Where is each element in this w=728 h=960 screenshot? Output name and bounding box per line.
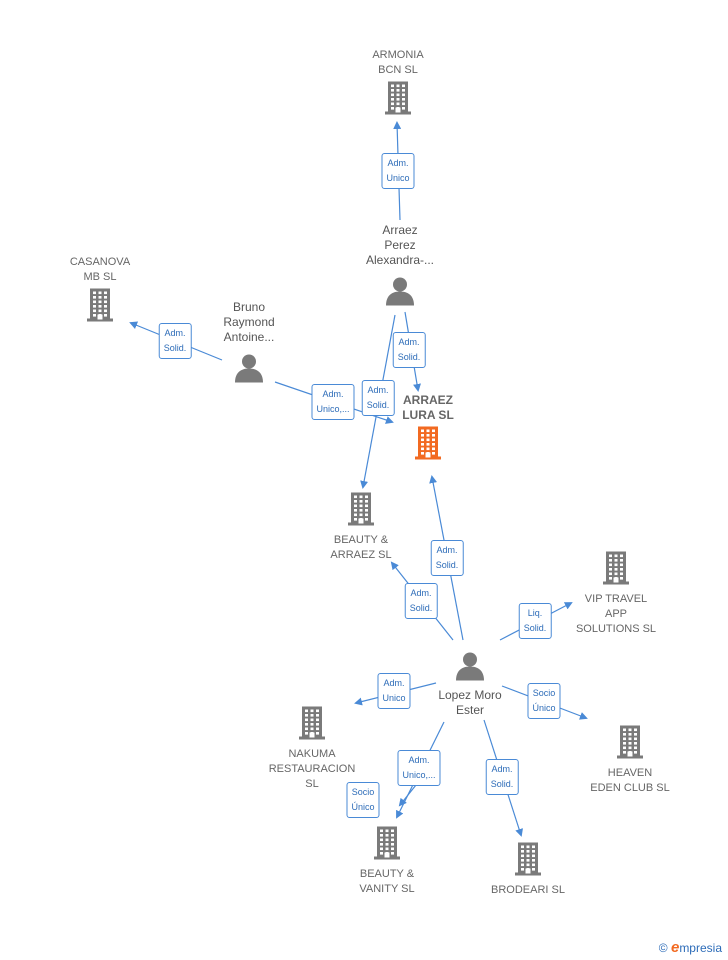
- building-icon[interactable]: [298, 706, 326, 745]
- edge-label-adm-solid[interactable]: Adm. Solid.: [485, 759, 519, 795]
- edge-label-adm-solid[interactable]: Adm. Solid.: [430, 540, 464, 576]
- node-label-arraez-perez[interactable]: Arraez Perez Alexandra-...: [365, 223, 435, 267]
- brand-initial: e: [670, 939, 680, 956]
- building-icon[interactable]: [384, 81, 412, 120]
- edge-label-adm-unico[interactable]: Adm. Unico: [381, 153, 415, 189]
- node-label-vip-travel[interactable]: VIP TRAVEL APP SOLUTIONS SL: [575, 593, 657, 635]
- copyright-symbol: ©: [658, 941, 668, 955]
- node-label-bruno[interactable]: Bruno Raymond Antoine...: [223, 300, 275, 344]
- node-label-casanova[interactable]: CASANOVA MB SL: [69, 256, 131, 283]
- node-label-beauty-arraez[interactable]: BEAUTY & ARRAEZ SL: [330, 534, 392, 561]
- edge-label-socio-nico[interactable]: Socio Único: [527, 683, 561, 719]
- edge-label-liq-solid[interactable]: Liq. Solid.: [518, 603, 552, 639]
- building-icon[interactable]: [616, 725, 644, 764]
- node-label-brodeari[interactable]: BRODEARI SL: [491, 884, 565, 896]
- edge-label-socio-nico[interactable]: Socio Único: [346, 782, 380, 818]
- building-icon[interactable]: [373, 826, 401, 865]
- building-icon[interactable]: [86, 288, 114, 327]
- building-icon[interactable]: [414, 426, 442, 465]
- person-icon[interactable]: [234, 353, 264, 388]
- person-icon[interactable]: [385, 276, 415, 311]
- building-icon[interactable]: [347, 492, 375, 531]
- brand-name: mpresia: [679, 941, 722, 955]
- building-icon[interactable]: [602, 551, 630, 590]
- node-label-armonia[interactable]: ARMONIA BCN SL: [372, 49, 424, 76]
- edge-label-adm-solid[interactable]: Adm. Solid.: [361, 380, 395, 416]
- person-icon[interactable]: [455, 651, 485, 686]
- edge-label-adm-solid[interactable]: Adm. Solid.: [158, 323, 192, 359]
- node-label-nakuma[interactable]: NAKUMA RESTAURACION SL: [268, 748, 356, 790]
- edge-label-adm-unico[interactable]: Adm. Unico,...: [397, 750, 441, 786]
- edge-label-adm-unico[interactable]: Adm. Unico: [377, 673, 411, 709]
- node-label-arraez-lura[interactable]: ARRAEZ LURA SL: [402, 393, 454, 422]
- edge-label-adm-solid[interactable]: Adm. Solid.: [392, 332, 426, 368]
- node-label-beauty-vanity[interactable]: BEAUTY & VANITY SL: [359, 868, 415, 895]
- brand-watermark: © empresia: [659, 939, 722, 956]
- node-label-lopez[interactable]: Lopez Moro Ester: [438, 688, 502, 717]
- edge-label-adm-solid[interactable]: Adm. Solid.: [404, 583, 438, 619]
- edge-label-adm-unico[interactable]: Adm. Unico,...: [311, 384, 355, 420]
- building-icon[interactable]: [514, 842, 542, 881]
- node-label-heaven[interactable]: HEAVEN EDEN CLUB SL: [590, 767, 670, 794]
